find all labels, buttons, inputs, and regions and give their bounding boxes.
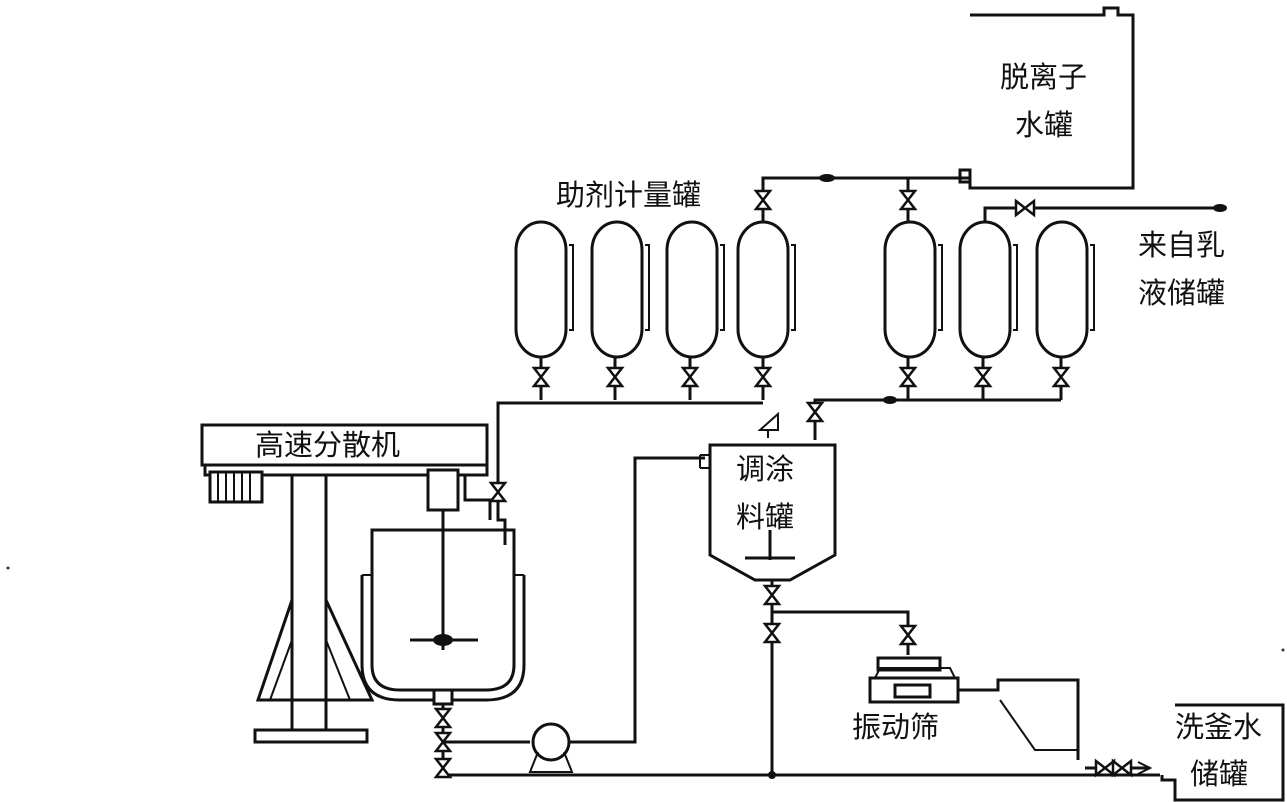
metering-tank-3 — [665, 220, 725, 400]
emulsion-inlet-valve — [1014, 199, 1036, 217]
wash-water-tank — [1085, 703, 1285, 802]
metering-tanks-left — [514, 220, 796, 400]
from-emulsion-tank-label-line1: 来自乳 — [1138, 228, 1226, 262]
coating-mix-tank — [699, 443, 917, 779]
wash-water-tank-label-line1: 洗釜水 — [1175, 710, 1263, 744]
wash-water-tank-label-line2: 储罐 — [1190, 757, 1249, 791]
deionized-water-tank-label-line1: 脱离子 — [1000, 60, 1088, 94]
dispersion-kettle — [360, 528, 1160, 779]
additive-metering-tank-label: 助剂计量罐 — [556, 178, 702, 212]
emulsion-inlet-pipe — [983, 199, 1227, 228]
metering-tank-6 — [958, 220, 1018, 400]
metering-tanks-right — [883, 220, 1095, 400]
water-inlet-valve-1 — [754, 189, 772, 211]
deionized-water-tank-label-line2: 水罐 — [1015, 108, 1074, 142]
water-inlet-valve-2 — [899, 189, 917, 211]
metering-tank-7 — [1035, 220, 1095, 400]
water-header-pipe — [754, 174, 970, 228]
vibrating-screen-label: 振动筛 — [852, 710, 940, 744]
metering-tank-5 — [883, 220, 943, 400]
coating-mix-tank-label-line1: 调涂 — [736, 452, 795, 486]
metering-tank-2 — [590, 220, 650, 400]
deionized-water-tank — [958, 6, 1135, 190]
transfer-pump — [443, 456, 705, 773]
high-speed-disperser — [200, 423, 492, 744]
from-emulsion-tank-label-line2: 液储罐 — [1138, 276, 1226, 310]
additive-collector-pipe — [489, 401, 763, 545]
metering-tank-1 — [514, 220, 574, 400]
vibrating-screen — [868, 656, 1080, 760]
metering-tank-4 — [736, 220, 796, 400]
coating-mix-tank-label-line2: 料罐 — [736, 500, 795, 534]
emulsion-collector-pipe — [757, 396, 1061, 440]
high-speed-disperser-label: 高速分散机 — [255, 428, 401, 462]
